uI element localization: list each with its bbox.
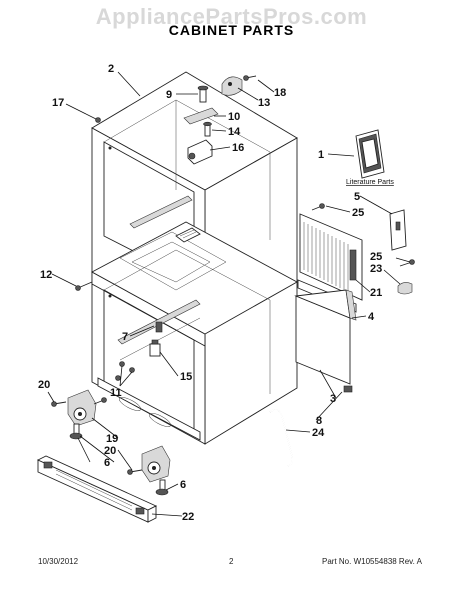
footer-part-number: Part No. W10554838 Rev. A xyxy=(322,557,422,566)
top-hinge-assembly xyxy=(85,75,257,165)
callout-19: 19 xyxy=(106,433,118,445)
callout-25a: 25 xyxy=(352,207,364,219)
drain-tube xyxy=(269,409,294,467)
callout-3: 3 xyxy=(330,393,336,405)
footer-date: 10/30/2012 xyxy=(38,557,79,566)
watermark-text: AppliancePartsPros.com xyxy=(95,4,368,29)
callout-20a: 20 xyxy=(38,379,50,391)
callout-8: 8 xyxy=(316,415,322,427)
callout-7: 7 xyxy=(122,331,128,343)
interior-small-parts xyxy=(75,281,163,381)
rear-access-cover xyxy=(299,203,363,301)
callout-6a: 6 xyxy=(104,457,110,469)
callout-23: 23 xyxy=(370,263,382,275)
callout-6b: 6 xyxy=(180,479,186,491)
callout-1: 1 xyxy=(318,149,324,161)
callout-12: 12 xyxy=(40,269,52,281)
lower-panels xyxy=(294,279,357,393)
leveling-rollers xyxy=(51,389,171,496)
callout-17: 17 xyxy=(52,97,64,109)
refrigerator-cabinet xyxy=(91,71,298,445)
callout-11: 11 xyxy=(110,387,122,399)
callout-4: 4 xyxy=(368,311,375,323)
callout-22: 22 xyxy=(182,511,194,523)
callout-labels: 1 2 3 4 5 6 6 7 8 9 10 11 12 13 14 15 16… xyxy=(38,63,382,523)
footer-page: 2 xyxy=(229,557,234,566)
callout-5: 5 xyxy=(354,191,360,203)
callout-16: 16 xyxy=(232,142,244,154)
callout-24: 24 xyxy=(312,427,325,439)
callout-14: 14 xyxy=(228,126,241,138)
page-title: CABINET PARTS xyxy=(168,22,295,38)
callout-10: 10 xyxy=(228,111,240,123)
callout-9: 9 xyxy=(166,89,172,101)
callout-18: 18 xyxy=(274,87,286,99)
leader-lines xyxy=(47,71,411,517)
right-side-brackets xyxy=(389,209,415,295)
callout-2: 2 xyxy=(108,63,114,75)
literature-parts-label: Literature Parts xyxy=(346,179,394,186)
callout-25b: 25 xyxy=(370,251,382,263)
callout-13: 13 xyxy=(258,97,270,109)
callout-20b: 20 xyxy=(104,445,116,457)
base-grille xyxy=(36,455,158,523)
literature-booklet xyxy=(355,129,385,179)
callout-15: 15 xyxy=(180,371,192,383)
callout-21: 21 xyxy=(370,287,382,299)
